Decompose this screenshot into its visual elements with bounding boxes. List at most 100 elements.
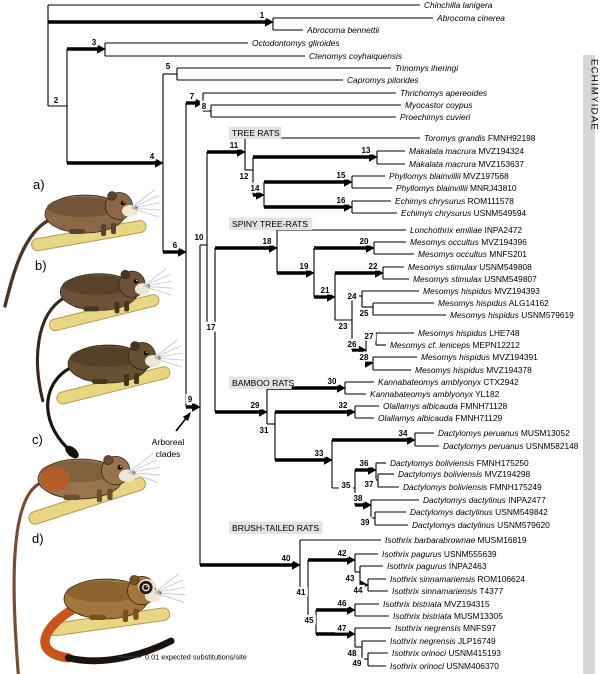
taxon-label: Ctenomys coyhaiquensis	[309, 51, 403, 61]
node-number-box	[359, 144, 373, 155]
rodent-whisker	[153, 345, 182, 359]
taxon-label: Chinchilla lanigera	[424, 0, 493, 10]
rodent-whisker	[153, 357, 184, 361]
rodent-tail	[35, 296, 66, 403]
taxon-label: Myocastor coypus	[405, 100, 473, 110]
node-number: 46	[338, 599, 347, 608]
rodent-c	[12, 452, 160, 674]
node-number-box	[170, 239, 180, 250]
clade-labels: TREE RATS SPINY TREE-RATS BAMBOO RATS BRUSH…	[229, 126, 323, 534]
rodent-tail-tip	[64, 637, 175, 665]
taxon-label: Kannabateomys amblyonyx YL182	[370, 389, 500, 399]
node-number-box	[351, 584, 365, 595]
node-number: 42	[338, 549, 347, 558]
node-support-numbers: 1234567891011121314151617181920212223242…	[51, 9, 410, 668]
taxon-label: Echimys chrysurus ROM111578	[395, 196, 514, 206]
node-number: 22	[369, 262, 378, 271]
rodent-tail	[40, 604, 78, 663]
node-number: 44	[354, 586, 363, 595]
node-number: 29	[251, 401, 260, 410]
node-number-box	[357, 235, 371, 246]
taxon-label: Isothrix orinoci USNM406370	[390, 661, 499, 671]
rodent-rump-patch	[40, 466, 70, 492]
annotation-arrowhead	[182, 412, 191, 422]
node-number: 5	[166, 62, 171, 71]
node-number-box	[345, 290, 359, 301]
rodent-tail-tuft	[65, 445, 79, 459]
node-number-box	[350, 657, 364, 668]
node-number: 17	[207, 323, 216, 332]
family-label: ECHIMYIDAE	[589, 59, 600, 131]
node-number: 1	[260, 11, 265, 20]
node-number: 41	[297, 588, 306, 597]
taxon-label: Dactylomys boliviensis FMNH175250	[390, 458, 529, 468]
node-number: 38	[354, 494, 363, 503]
rodent-whisker	[153, 352, 184, 359]
echimyidae-bar	[583, 55, 595, 674]
rodent-ear	[129, 575, 140, 586]
rodent-eye	[120, 200, 126, 206]
rodent-ear	[130, 341, 140, 351]
node-number-box	[334, 169, 348, 180]
node-number-box	[227, 139, 241, 150]
node-number-box	[336, 399, 350, 410]
node-number: 7	[190, 92, 195, 101]
rodent-ear	[103, 455, 114, 466]
rodent-back-shade	[62, 275, 132, 295]
rodent-eye-glint	[123, 201, 125, 203]
node-number-box	[257, 424, 271, 435]
node-number: 45	[305, 616, 314, 625]
node-number-box	[325, 375, 339, 386]
node-number: 10	[195, 233, 204, 242]
taxon-label: Trinomys iheringi	[395, 63, 459, 73]
rodent-whisker	[154, 572, 180, 594]
node-number: 47	[338, 624, 347, 633]
branch-arrowhead	[292, 560, 301, 570]
taxon-label: Makalata macrura MVZ153637	[409, 159, 524, 169]
taxon-label: Dactylomys boliviensis FMNH175249	[403, 482, 542, 492]
taxon-label: Makalata macrura MVZ194324	[409, 146, 524, 156]
node-number: 36	[360, 459, 369, 468]
rodent-whisker	[128, 452, 154, 474]
taxon-label: Abrocoma cinerea	[436, 13, 505, 23]
clade-label: TREE RATS	[232, 128, 280, 138]
branch-arrowhead	[347, 629, 356, 639]
node-number: 43	[346, 574, 355, 583]
branch-arrowhead	[337, 383, 346, 393]
branch-arrowhead	[375, 268, 384, 278]
clade-label: BAMBOO RATS	[232, 378, 295, 388]
taxon-label: Phyllomys blainvillii MNRJ43810	[396, 183, 517, 193]
rodent-whisker	[130, 189, 155, 209]
branch-arrowhead	[265, 17, 274, 27]
rodent-foreleg	[114, 301, 120, 314]
taxon-label: Dactylomys dactylinus USNM579620	[412, 520, 550, 530]
scale-bar: 0.01 expected substitutions/site	[118, 653, 247, 662]
node-number: 25	[360, 309, 369, 318]
node-number: 9	[188, 395, 193, 404]
taxon-label: Echimys chrysurus USNM549594	[401, 208, 527, 218]
taxon-label: Mesomys hispidus MVZ194391	[421, 352, 538, 362]
node-number: 32	[339, 401, 348, 410]
taxon-label: Dactylomys peruanus USNM582148	[443, 441, 579, 451]
taxon-label: Mesomys cf. leniceps MEPN12212	[390, 340, 520, 350]
rodent-eye	[133, 279, 139, 284]
rodent-whisker	[130, 207, 160, 218]
taxon-label: Mesomys hispidus LHE748	[418, 328, 520, 338]
clade-label: BRUSH-TAILED RATS	[232, 523, 319, 533]
taxon-label: Mesomys stimulax USNM549808	[408, 262, 532, 272]
rodent-foreleg	[122, 609, 129, 623]
node-number: 15	[337, 171, 346, 180]
clade-label: SPINY TREE-RATS	[232, 219, 308, 229]
rodent-whisker	[128, 472, 159, 483]
rodent-whisker	[128, 466, 160, 474]
taxon-label: Mesomys stimulax USNM549807	[413, 274, 537, 284]
rodent-eye-glint	[146, 585, 148, 588]
rodent-foreleg	[124, 300, 130, 312]
rodent-b	[35, 267, 173, 403]
taxon-label: Phyllomys blainvillii MVZ197568	[389, 171, 509, 181]
branch-arrowhead	[407, 435, 416, 445]
rodent-ear	[120, 269, 130, 280]
rodent-whisker	[153, 339, 178, 359]
